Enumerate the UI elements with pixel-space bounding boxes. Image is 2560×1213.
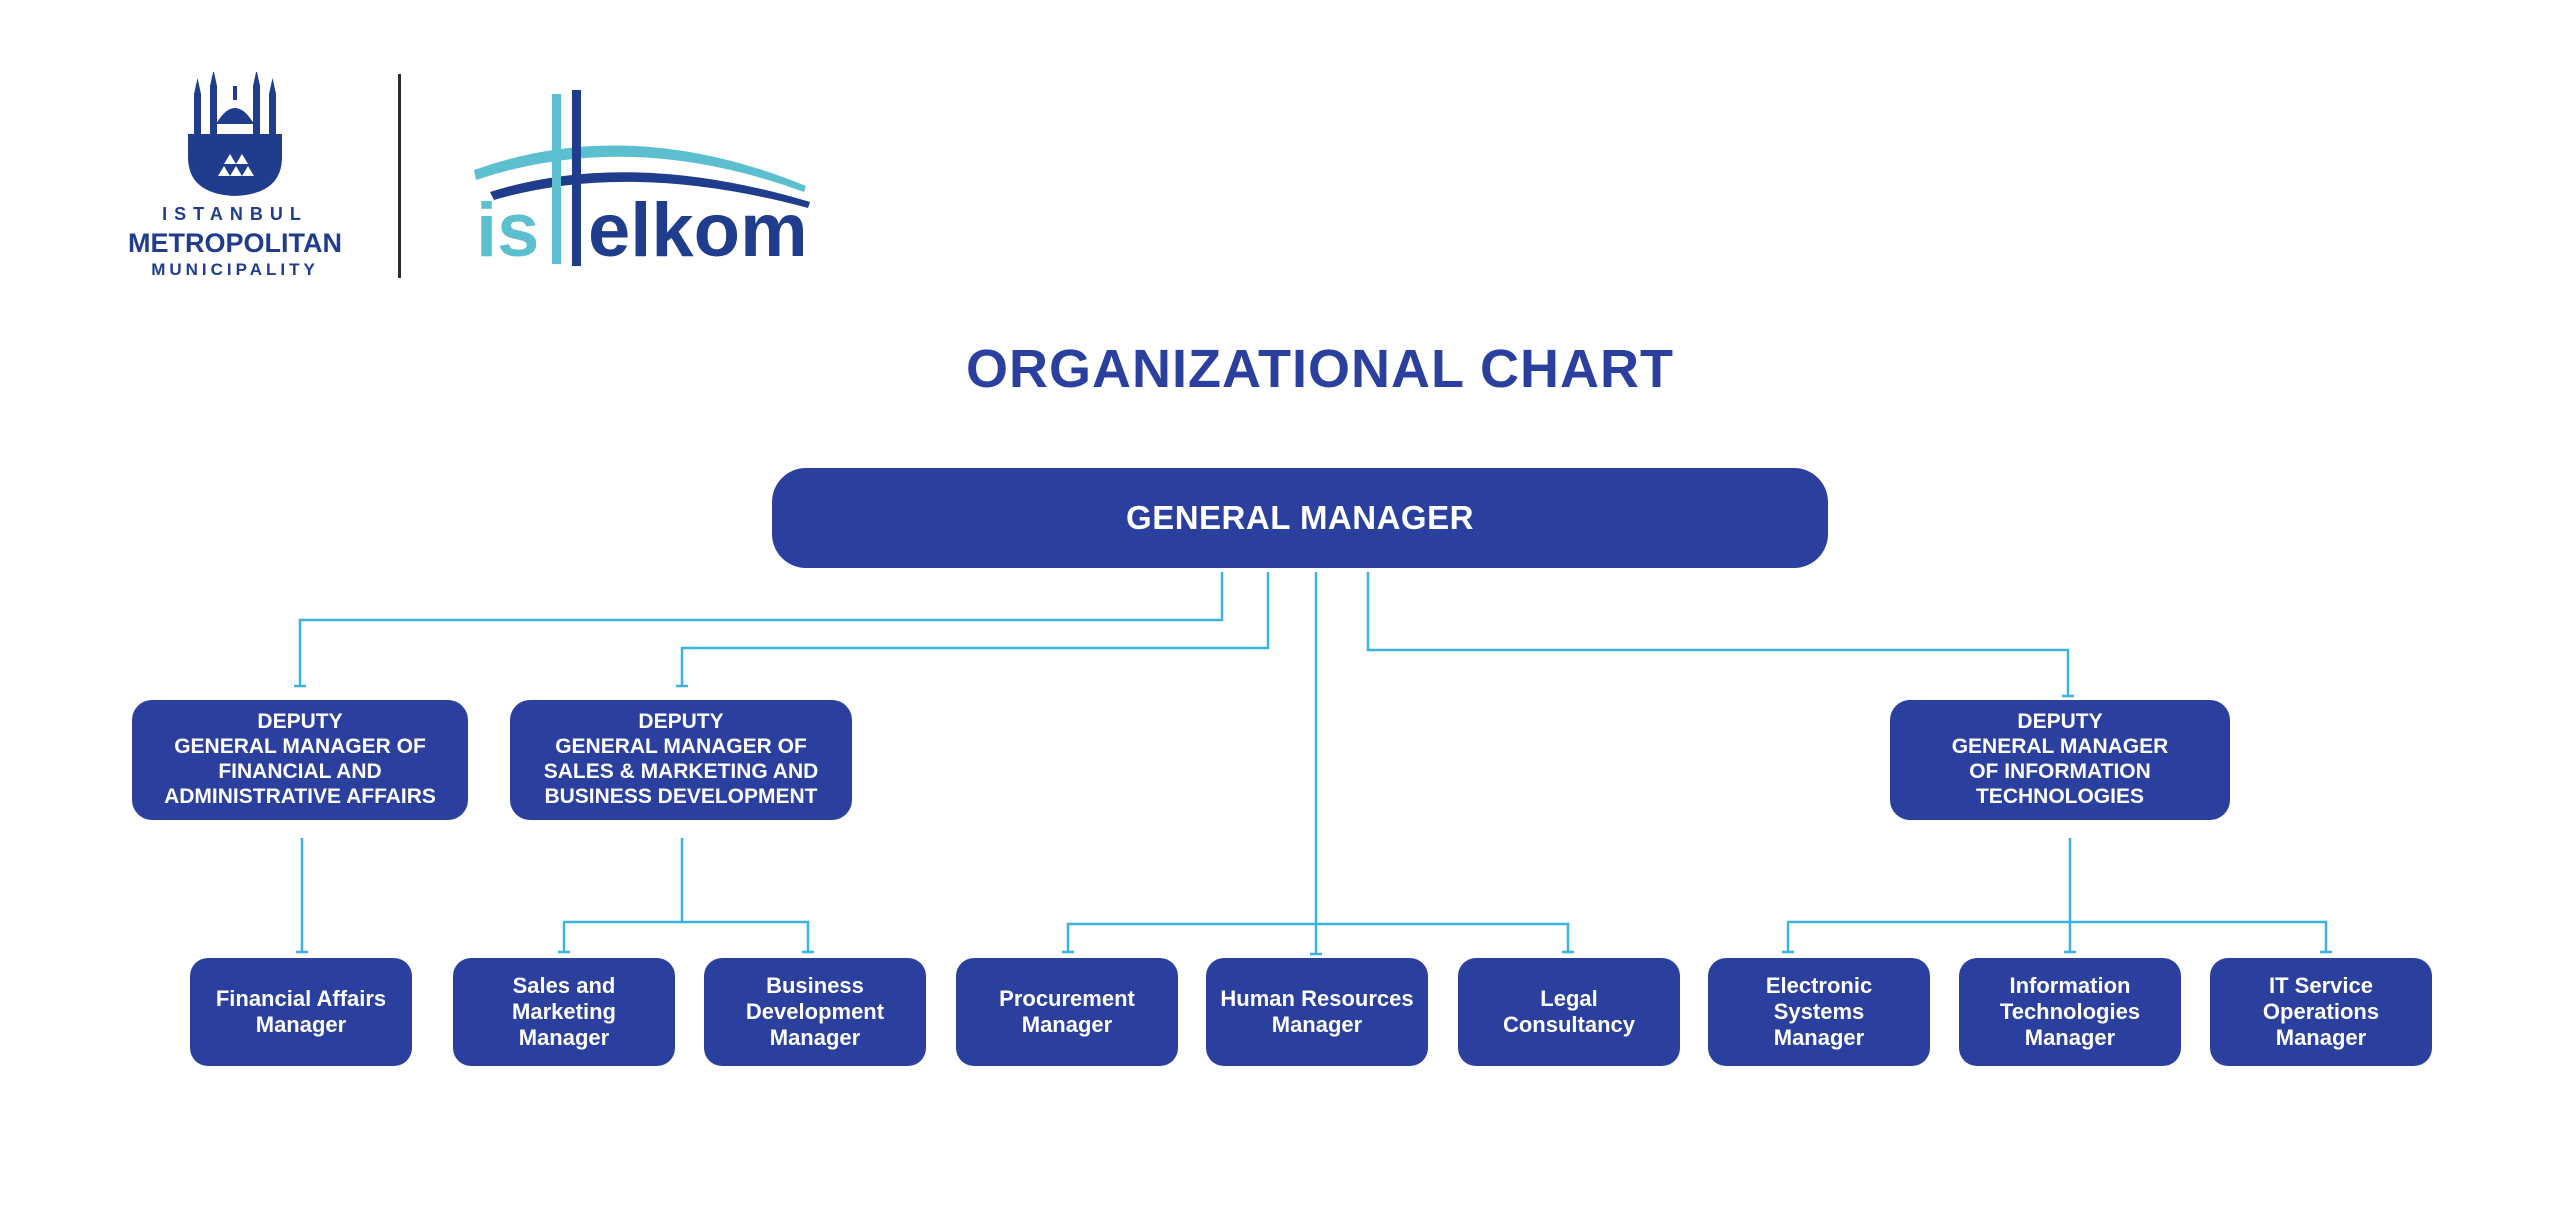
svg-text:is: is: [476, 188, 539, 273]
human-resources-manager-box: Human Resources Manager: [1206, 958, 1428, 1066]
istelkom-logo: is elkom: [460, 84, 820, 274]
deputy-sales-marketing-box: DEPUTY GENERAL MANAGER OF SALES & MARKET…: [510, 700, 852, 820]
svg-text:elkom: elkom: [588, 188, 808, 273]
information-technologies-manager-box: Information Technologies Manager: [1959, 958, 2181, 1066]
connector-sales-deputy-to-managers: [562, 838, 810, 952]
logo-text-metropolitan: METROPOLITAN: [128, 228, 342, 258]
financial-affairs-manager-box: Financial Affairs Manager: [190, 958, 412, 1066]
business-development-manager-box: Business Development Manager: [704, 958, 926, 1066]
connector-gm-to-financial-deputy: [298, 572, 1224, 686]
istelkom-logo-graphic: is elkom: [474, 90, 810, 273]
logo-divider: [398, 74, 401, 278]
sales-marketing-manager-box: Sales and Marketing Manager: [453, 958, 675, 1066]
deputy-information-technologies-box: DEPUTY GENERAL MANAGER OF INFORMATION TE…: [1890, 700, 2230, 820]
page-title: ORGANIZATIONAL CHART: [966, 339, 1674, 399]
legal-consultancy-box: Legal Consultancy: [1458, 958, 1680, 1066]
procurement-manager-box: Procurement Manager: [956, 958, 1178, 1066]
istanbul-emblem-icon: [188, 72, 282, 196]
connector-gm-to-it-deputy: [1366, 572, 2070, 696]
logo-text-municipality: MUNICIPALITY: [151, 260, 319, 279]
electronic-systems-manager-box: Electronic Systems Manager: [1708, 958, 1930, 1066]
connector-center-managers-bus: [1066, 922, 1570, 952]
it-service-operations-manager-box: IT Service Operations Manager: [2210, 958, 2432, 1066]
connector-it-deputy-to-managers: [1786, 838, 2328, 952]
general-manager-box: GENERAL MANAGER: [772, 468, 1828, 568]
istanbul-metropolitan-logo: ISTANBUL METROPOLITAN MUNICIPALITY: [120, 72, 350, 282]
logo-text-istanbul: ISTANBUL: [162, 204, 308, 224]
deputy-financial-admin-box: DEPUTY GENERAL MANAGER OF FINANCIAL AND …: [132, 700, 468, 820]
connector-gm-to-sales-deputy: [680, 572, 1270, 686]
